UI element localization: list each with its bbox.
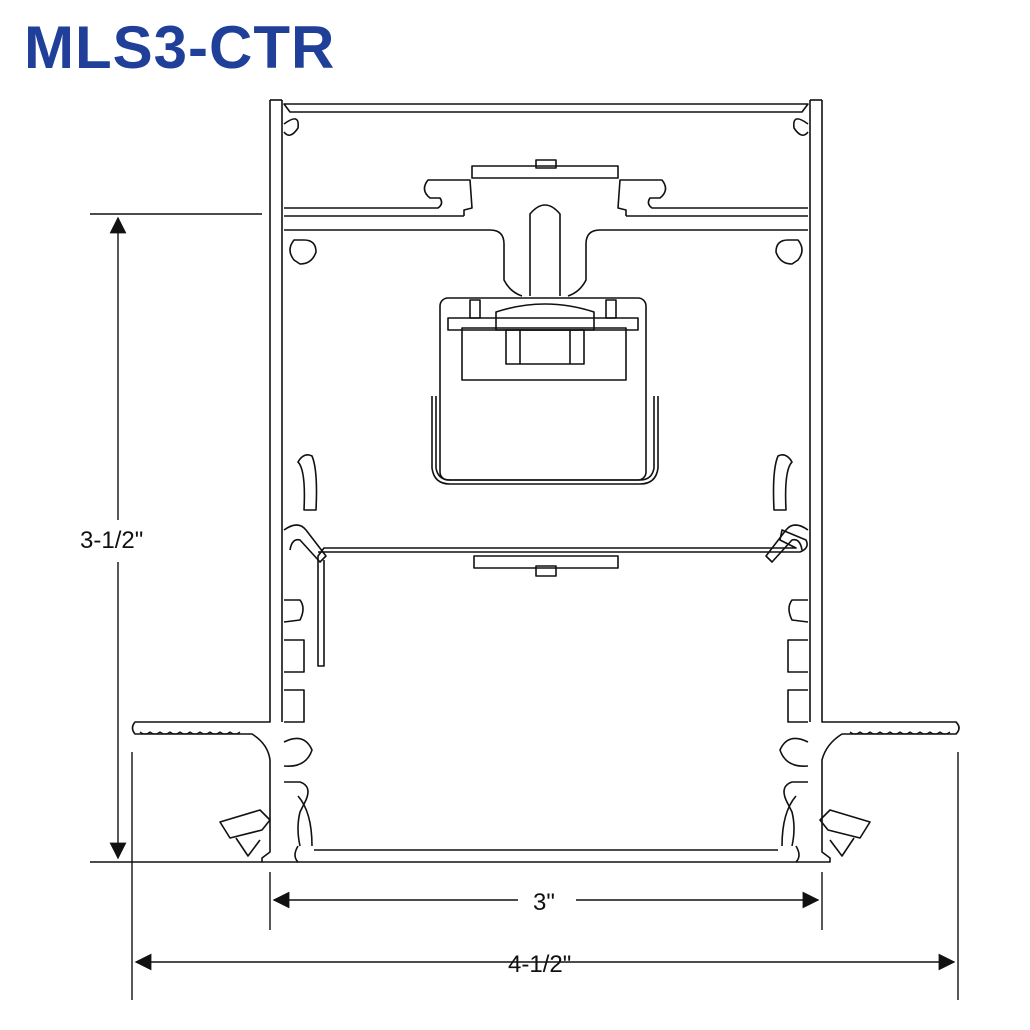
middle-chamber	[284, 204, 808, 297]
flange-serrations	[139, 731, 951, 735]
top-cap	[283, 103, 809, 136]
lens-tray	[317, 529, 808, 667]
inner-width-dimension-label: 3"	[533, 889, 555, 916]
housing-outer-walls	[131, 99, 960, 863]
outer-width-dimension-label: 4-1/2"	[508, 951, 571, 978]
inner-ribs-left	[219, 454, 327, 857]
product-title: MLS3-CTR	[24, 14, 336, 81]
driver-bracket	[431, 297, 659, 485]
inner-ribs-right	[765, 454, 871, 857]
height-dimension-label: 3-1/2"	[80, 527, 143, 554]
dimension-lines	[90, 213, 959, 1000]
upper-channel	[284, 159, 808, 217]
bottom-lens	[294, 795, 800, 863]
